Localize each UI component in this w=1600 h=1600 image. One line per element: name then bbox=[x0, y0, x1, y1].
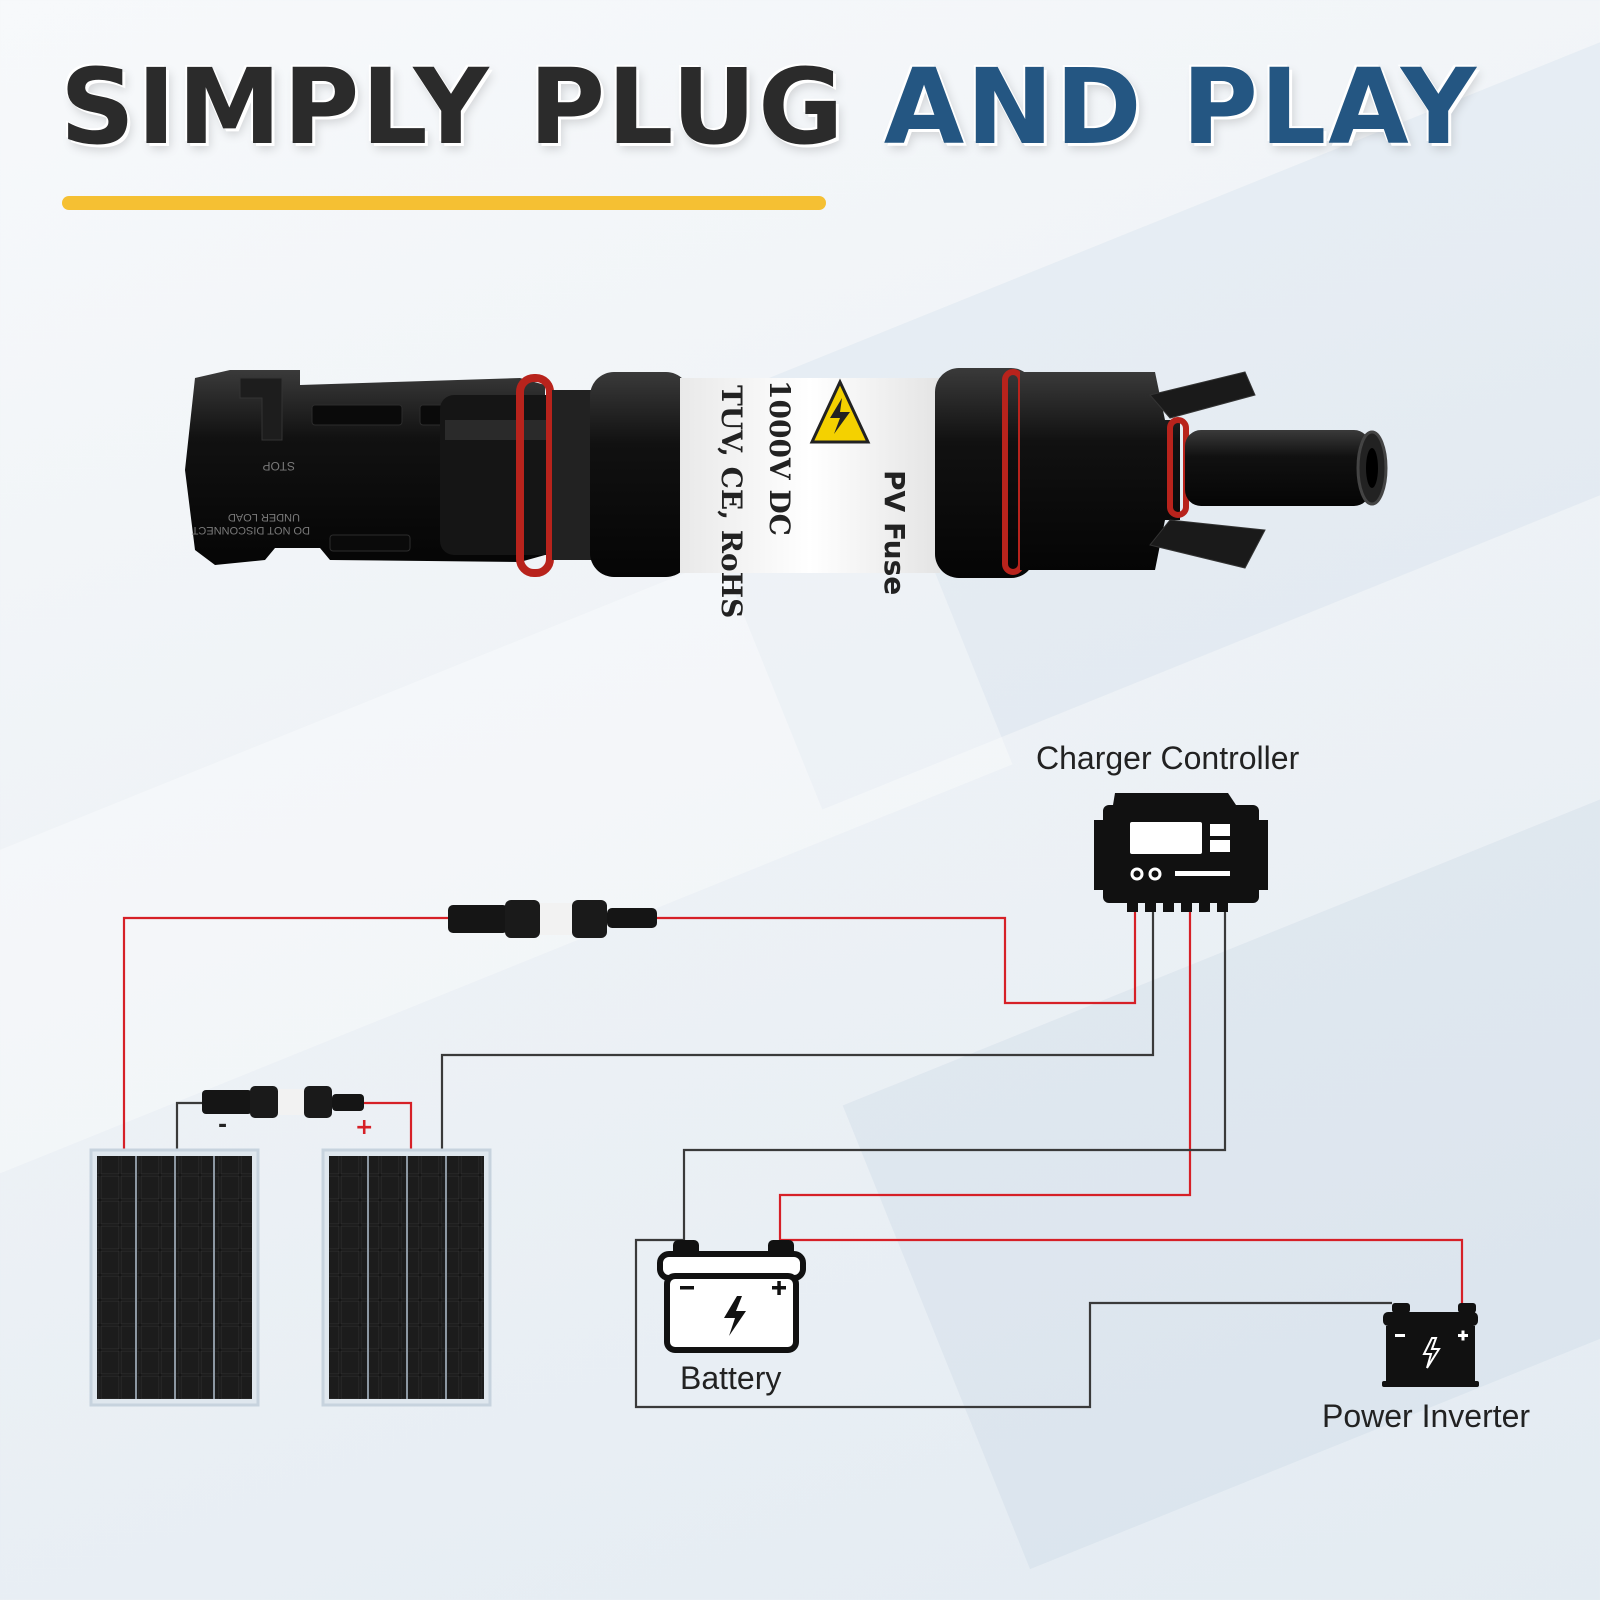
positive-sign: + bbox=[355, 1115, 373, 1140]
connector-text-stop: STOP bbox=[263, 459, 295, 473]
fuse-label-voltage: 1000V DC bbox=[763, 380, 796, 536]
solar-panel bbox=[321, 1148, 492, 1407]
power-inverter-label: Power Inverter bbox=[1322, 1398, 1531, 1434]
title-part-dark: SIMPLY PLUG bbox=[60, 46, 846, 168]
latch-notch bbox=[239, 377, 283, 441]
fuse-label bbox=[680, 378, 940, 573]
red-o-ring bbox=[516, 374, 554, 577]
charge-controller-icon bbox=[1094, 793, 1268, 912]
male-latch-top bbox=[1149, 371, 1256, 419]
title-part-blue: AND PLAY bbox=[883, 46, 1479, 168]
positive-wires bbox=[122, 905, 1464, 1303]
high-voltage-warning-icon bbox=[809, 378, 871, 444]
fuse-holder-cap-right bbox=[935, 368, 1035, 578]
male-connector-body bbox=[1020, 372, 1180, 570]
negative-sign: - bbox=[218, 1113, 227, 1138]
male-latch-bottom bbox=[1149, 519, 1266, 569]
inline-fuse-top bbox=[448, 900, 657, 938]
fuse-label-certs: TUV, CE, RoHS bbox=[715, 385, 748, 618]
male-pin bbox=[1185, 430, 1370, 506]
connector-text-warning: DO NOT DISCONNECT bbox=[191, 524, 310, 536]
connector-slot bbox=[311, 404, 403, 426]
fuse-label-name: PV Fuse bbox=[878, 470, 911, 595]
inline-fuse-panels bbox=[202, 1086, 364, 1118]
battery-label: Battery bbox=[680, 1360, 782, 1396]
page-title: SIMPLY PLUG AND PLAY bbox=[60, 55, 1478, 159]
pv-fuse-connector-photo: STOP DO NOT DISCONNECT UNDER LOAD PV Fus… bbox=[185, 368, 1388, 618]
connector-text-load: UNDER LOAD bbox=[228, 511, 300, 523]
title-underline bbox=[62, 196, 826, 210]
battery-icon bbox=[657, 1240, 806, 1353]
solar-panel bbox=[89, 1148, 260, 1407]
charger-controller-label: Charger Controller bbox=[1036, 740, 1300, 776]
negative-wires bbox=[175, 905, 1392, 1409]
power-inverter-icon bbox=[1382, 1303, 1479, 1387]
connector-slot bbox=[329, 534, 411, 552]
fuse-holder-cap-left bbox=[590, 372, 690, 577]
